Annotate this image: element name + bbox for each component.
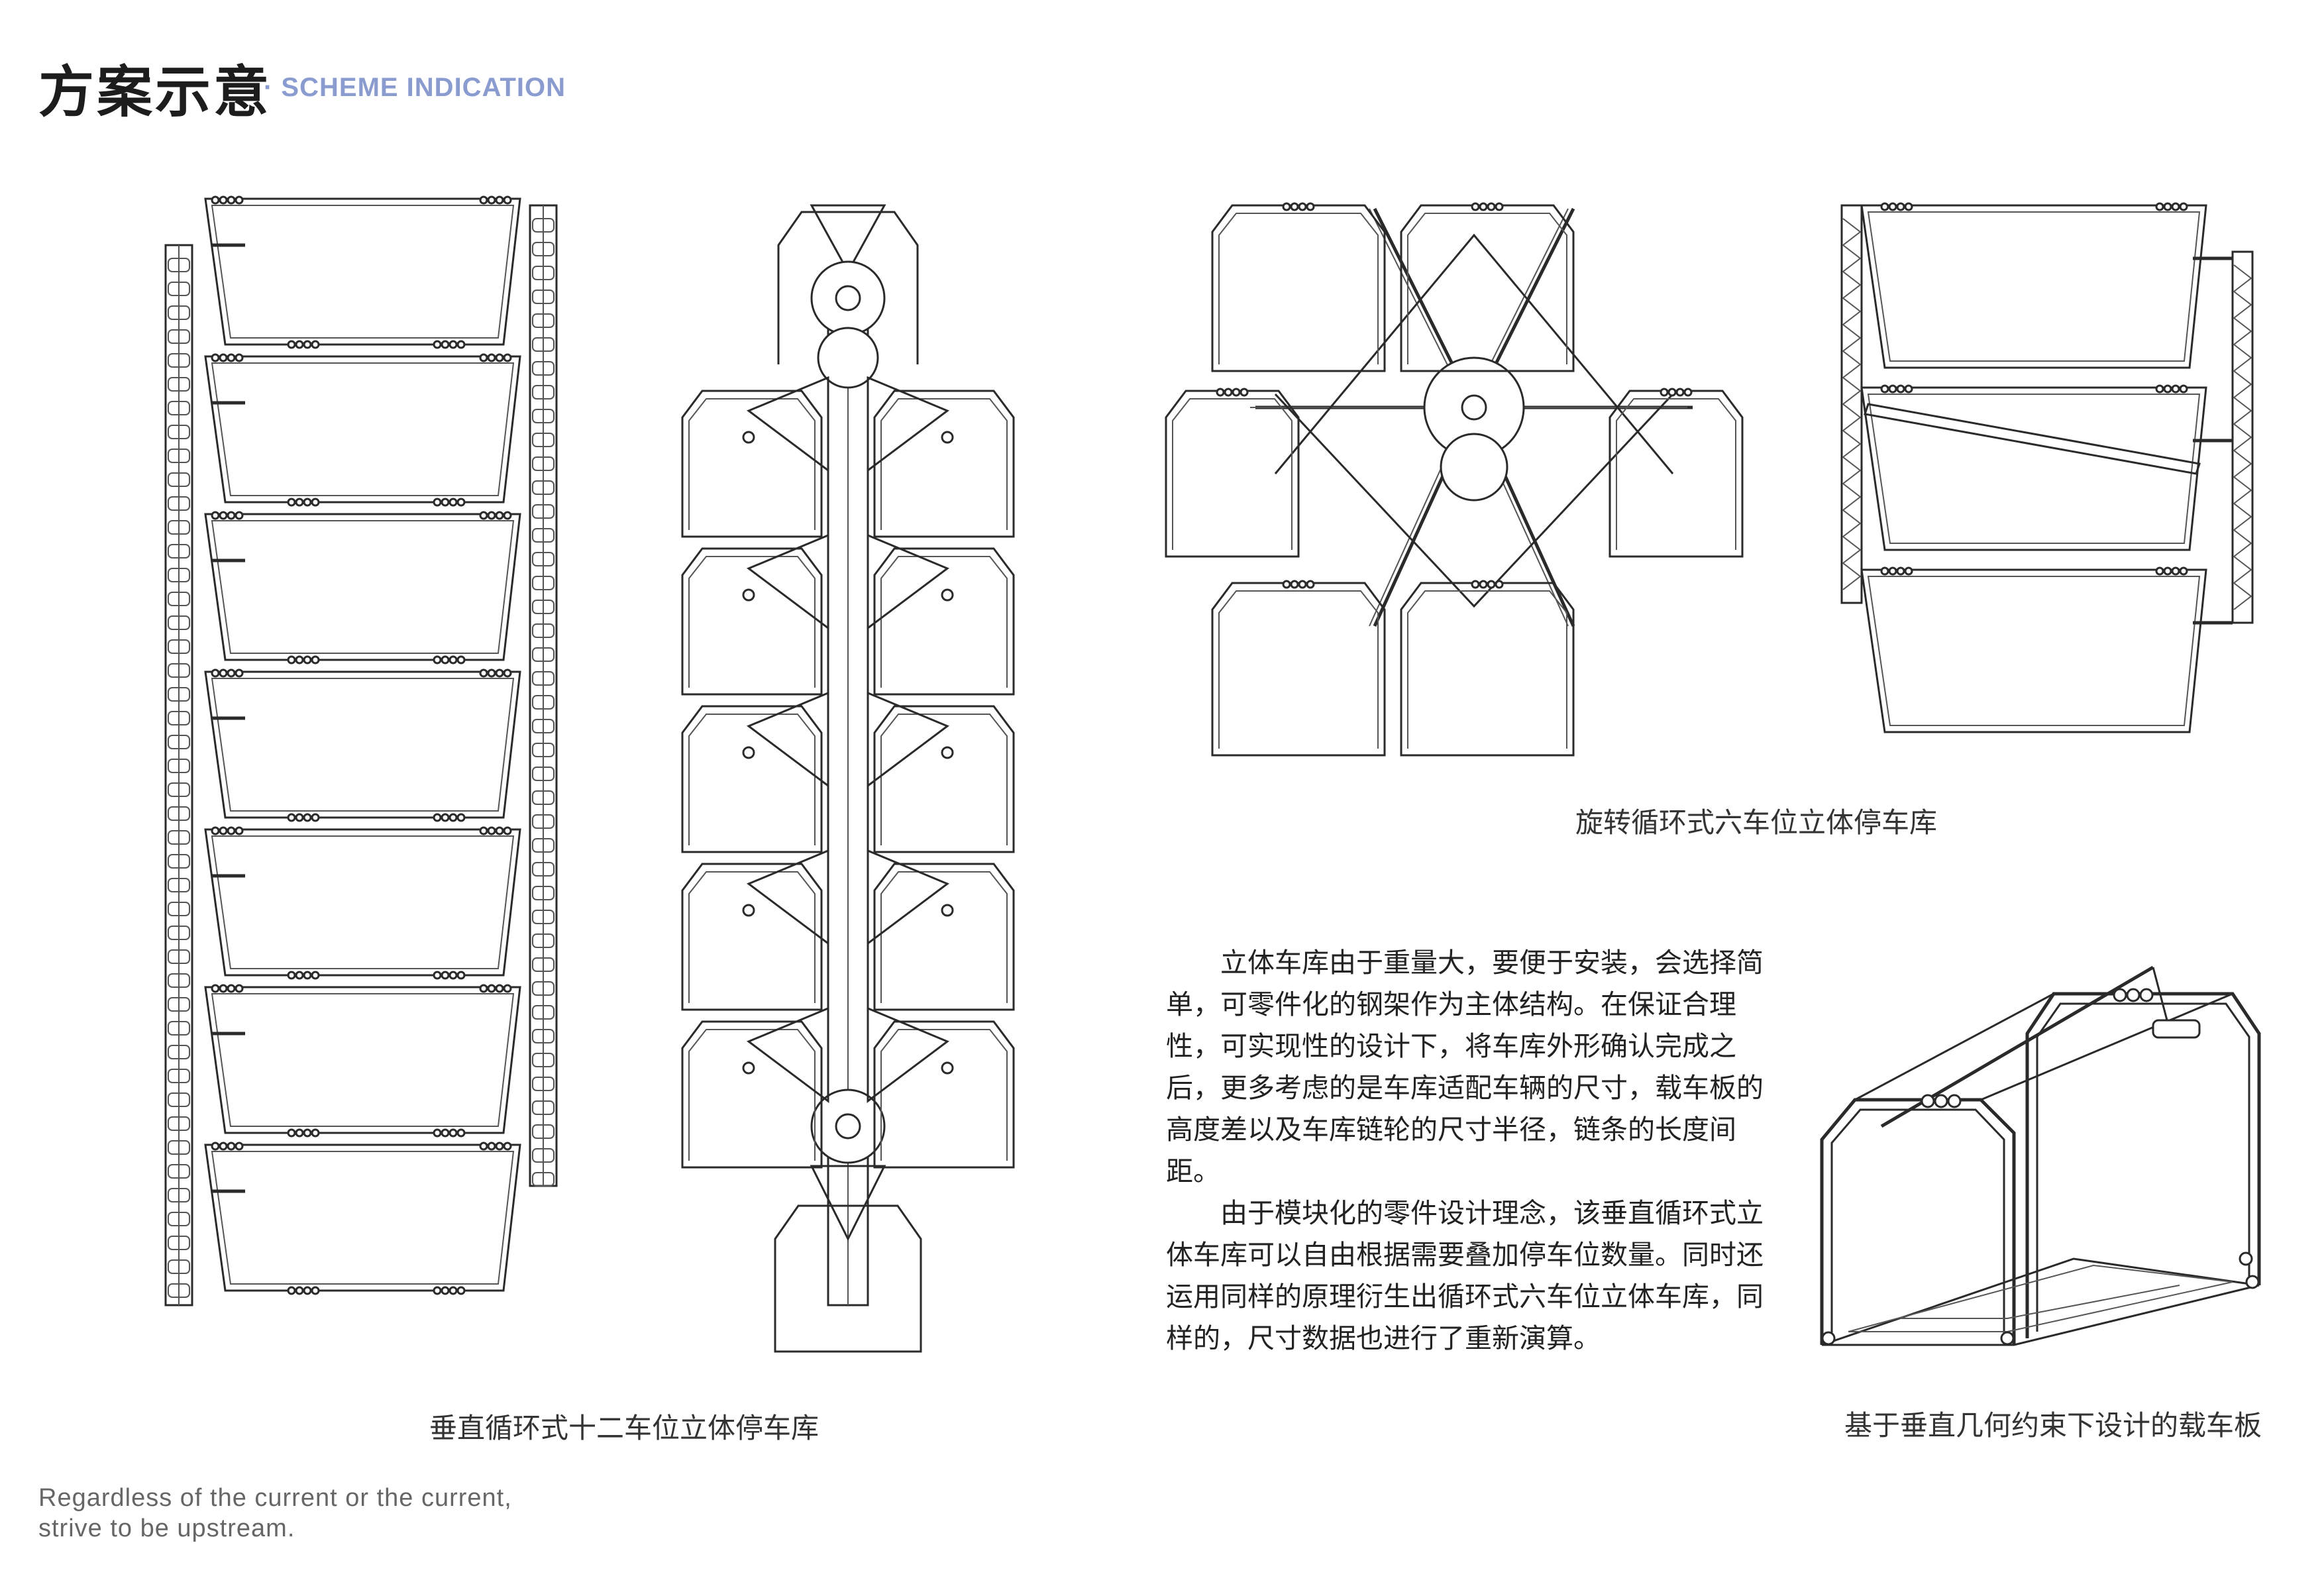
rotary-bay: [1400, 202, 1575, 372]
rotary-bay: [1165, 388, 1300, 558]
side-bay: [204, 195, 521, 349]
plate-bolts: [1821, 988, 2260, 1346]
bottom-sprocket: [810, 1089, 886, 1164]
front-bay-right: [867, 1006, 1015, 1169]
vertical-garage-front-view: [681, 204, 1015, 1353]
description-text: 立体车库由于重量大，要便于安装，会选择简单，可零件化的钢架作为主体结构。在保证合…: [1166, 942, 1775, 1359]
detail-right-post: [2231, 250, 2254, 624]
detail-bay: [1860, 202, 2233, 369]
side-bay: [204, 353, 521, 507]
side-bay: [204, 511, 521, 665]
rotary-garage-view: [1165, 202, 1744, 757]
front-bay-left: [681, 533, 829, 696]
top-sprocket: [810, 260, 886, 336]
page-subtitle: · SCHEME INDICATION: [264, 73, 566, 102]
side-bay: [204, 984, 521, 1138]
top-cap-frame: [777, 211, 919, 364]
front-bay-left: [681, 376, 829, 538]
front-view-group: [681, 204, 1015, 1353]
description-paragraph-1: 立体车库由于重量大，要便于安装，会选择简单，可零件化的钢架作为主体结构。在保证合…: [1166, 947, 1764, 1187]
caption-twelve-bay: 垂直循环式十二车位立体停车库: [429, 1412, 819, 1444]
detail-diagonal-arm: [1864, 403, 2201, 475]
rotary-bay: [1211, 202, 1386, 372]
footer-line-1: Regardless of the current or the current…: [38, 1484, 512, 1512]
vertical-garage-side-view: [164, 195, 558, 1306]
front-bay-right: [867, 849, 1015, 1011]
footer-line-2: strive to be upstream.: [38, 1515, 295, 1542]
footer-slogan: Regardless of the current or the current…: [38, 1483, 512, 1544]
front-bay-right: [867, 533, 1015, 696]
rotary-bay: [1211, 580, 1386, 757]
caption-six-bay: 旋转循环式六车位立体停车库: [1575, 806, 1938, 839]
rotary-view-group: [1165, 202, 1744, 757]
detail-bay: [1860, 384, 2233, 551]
page-title: 方案示意: [38, 60, 272, 125]
front-bay-left: [681, 1006, 829, 1169]
side-bay: [204, 826, 521, 980]
carrier-plate-frame: [1820, 965, 2261, 1346]
description-paragraph-2: 由于模块化的零件设计理念，该垂直循环式立体车库可以自由根据需要叠加停车位数量。同…: [1166, 1197, 1764, 1354]
detail-bay: [1860, 566, 2233, 733]
front-bay-left: [681, 691, 829, 853]
bottom-cap-frame: [774, 1204, 922, 1353]
side-bays-group: [164, 195, 558, 1306]
garage-side-detail-view: [1840, 202, 2254, 733]
detail-left-post: [1840, 204, 1863, 604]
carrier-plate-perspective: [1820, 965, 2261, 1346]
front-bay-right: [867, 376, 1015, 538]
rotary-bay: [1400, 580, 1575, 757]
front-bay-left: [681, 849, 829, 1011]
caption-carrier-plate: 基于垂直几何约束下设计的载车板: [1844, 1409, 2262, 1442]
side-detail-group: [1840, 202, 2254, 733]
side-bay: [204, 1142, 521, 1295]
side-bay: [204, 668, 521, 822]
front-bay-right: [867, 691, 1015, 853]
rotary-bay: [1609, 388, 1744, 558]
